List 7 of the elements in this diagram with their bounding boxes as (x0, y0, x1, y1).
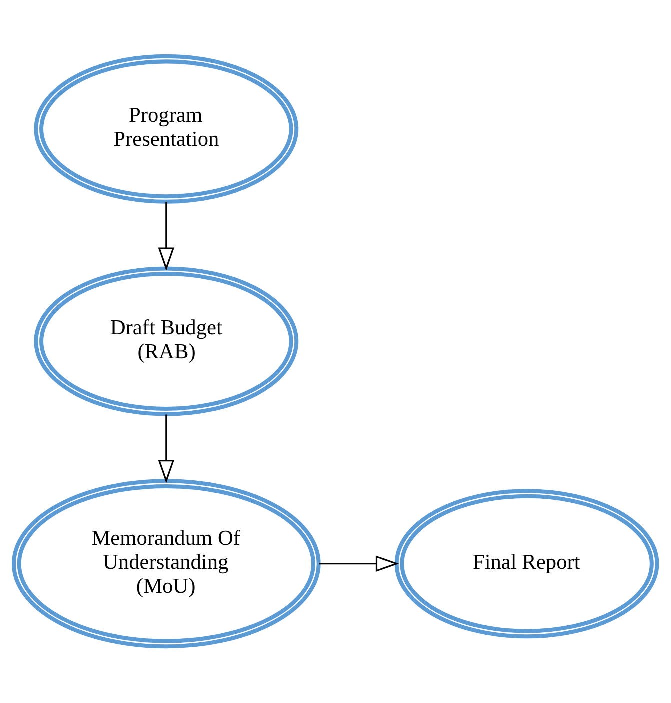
node-ellipse: Final Report (394, 489, 660, 639)
arrow (158, 414, 175, 484)
node-ellipse: Memorandum Of Understanding (MoU) (12, 479, 321, 649)
arrow (158, 202, 175, 271)
arrow (319, 556, 400, 572)
node-ellipse: Program Presentation (34, 54, 299, 204)
node-ellipse: Draft Budget (RAB) (34, 266, 299, 416)
